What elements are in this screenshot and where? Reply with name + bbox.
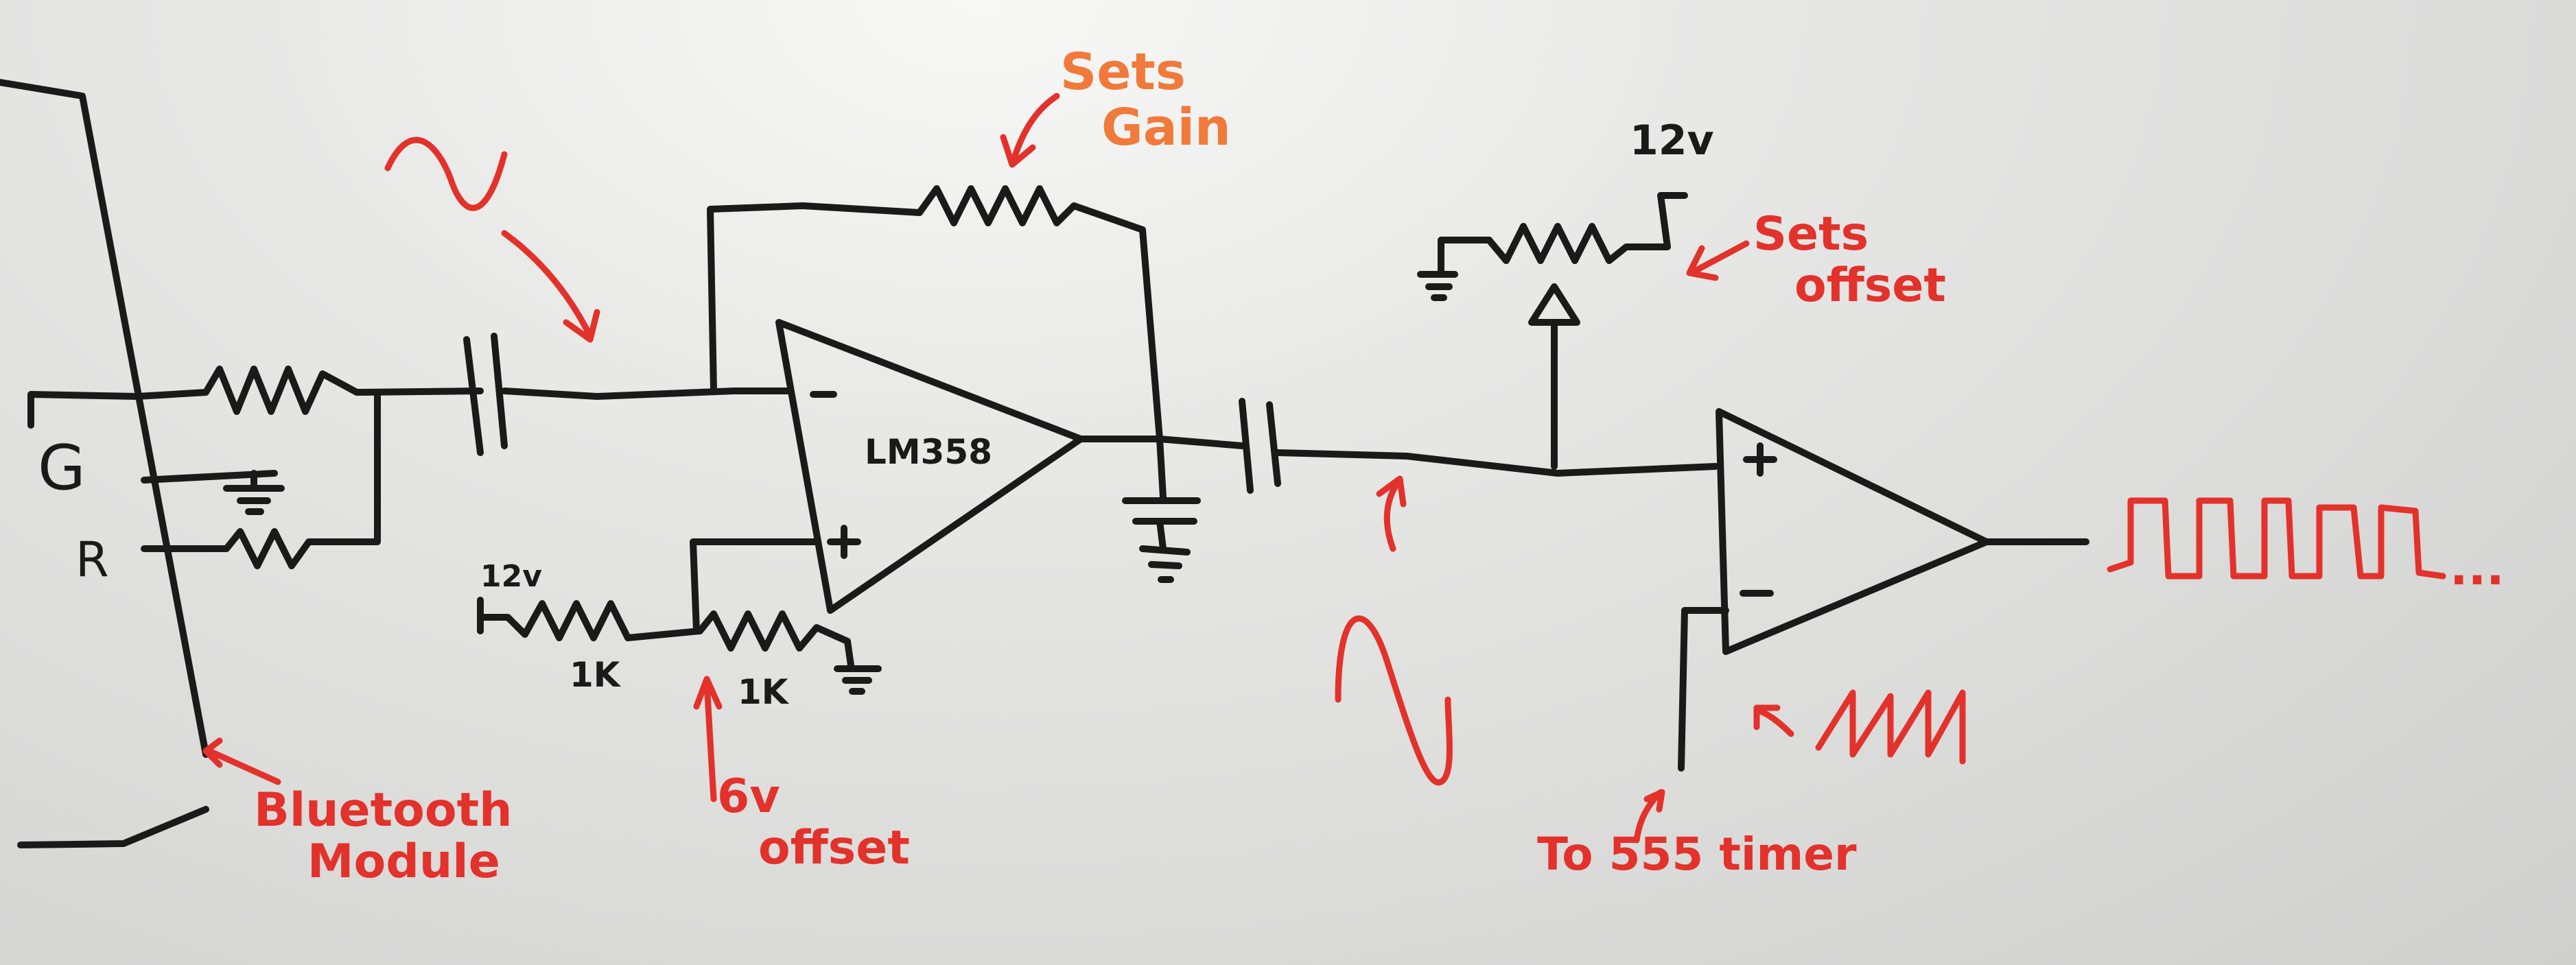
v12-top-label: 12v — [1630, 117, 1714, 165]
label-line: 6v — [717, 770, 780, 824]
resistor-1k-left-label: 1K — [570, 655, 620, 695]
jack-r-label: R — [75, 532, 109, 588]
arrow-sets-offset — [1686, 240, 1750, 281]
jack-ground-symbol — [223, 470, 285, 515]
label-line: Module — [307, 834, 500, 889]
label-line: offset — [758, 820, 910, 875]
square-wave — [2107, 497, 2446, 580]
arrow-timer — [1633, 789, 1665, 844]
jack-pin-left — [27, 391, 141, 429]
feedback-loop — [707, 202, 923, 394]
resistor-1k-right-label: 1K — [738, 672, 788, 712]
ground-divider — [834, 665, 882, 695]
opamp2-inv-wire — [1678, 607, 1729, 772]
wire-to-comparator — [1274, 449, 1719, 477]
label-line: offset — [1794, 258, 1946, 313]
pot-wiper — [1528, 283, 1580, 470]
output-ellipsis: ... — [2450, 540, 2505, 596]
divider-wire — [690, 538, 820, 634]
wire-cap-to-inv — [501, 388, 793, 400]
divider-resistor-1 — [477, 600, 703, 641]
arrow-to-input — [501, 230, 600, 343]
module-outline — [0, 79, 209, 758]
opamp1-plus-sign — [827, 525, 861, 559]
output-filter-cap — [1122, 436, 1201, 583]
label-line: Bluetooth — [254, 783, 513, 837]
opamp-lm358-label: LM358 — [865, 432, 992, 472]
label-line: Gain — [1101, 98, 1231, 158]
jack-middle-wire — [141, 470, 278, 484]
gain-resistor — [916, 185, 1163, 442]
to-555-timer-label: To 555 timer — [1537, 828, 1857, 881]
arrow-bluetooth — [202, 737, 281, 785]
ground-pot — [1417, 271, 1458, 301]
opamp2-plus-sign — [1743, 442, 1777, 477]
input-sine-wave — [384, 136, 508, 211]
arrow-gain — [1000, 93, 1060, 168]
jack-resistor-lower — [141, 389, 381, 569]
offset-pot-resistor — [1486, 192, 1688, 264]
jack-g-label: G — [38, 432, 86, 504]
arrow-6v — [693, 676, 723, 802]
sawtooth-wave — [1815, 689, 1966, 765]
arrow-sawtooth — [1753, 704, 1794, 737]
arrow-sine-output — [1376, 475, 1407, 552]
input-capacitor — [463, 333, 508, 456]
output-capacitor — [1239, 398, 1281, 494]
offset-pot-wire — [1438, 237, 1492, 274]
output-sine-wave — [1335, 615, 1453, 786]
divider-resistor-2 — [696, 610, 854, 669]
module-bottom-line — [17, 806, 209, 848]
opamp2-triangle — [1716, 408, 1990, 655]
label-line: Sets — [1060, 43, 1186, 102]
v12-left-label: 12v — [480, 559, 542, 594]
input-resistor — [134, 366, 484, 415]
opamp1-triangle — [775, 319, 1084, 614]
label-line: Sets — [1753, 207, 1869, 261]
